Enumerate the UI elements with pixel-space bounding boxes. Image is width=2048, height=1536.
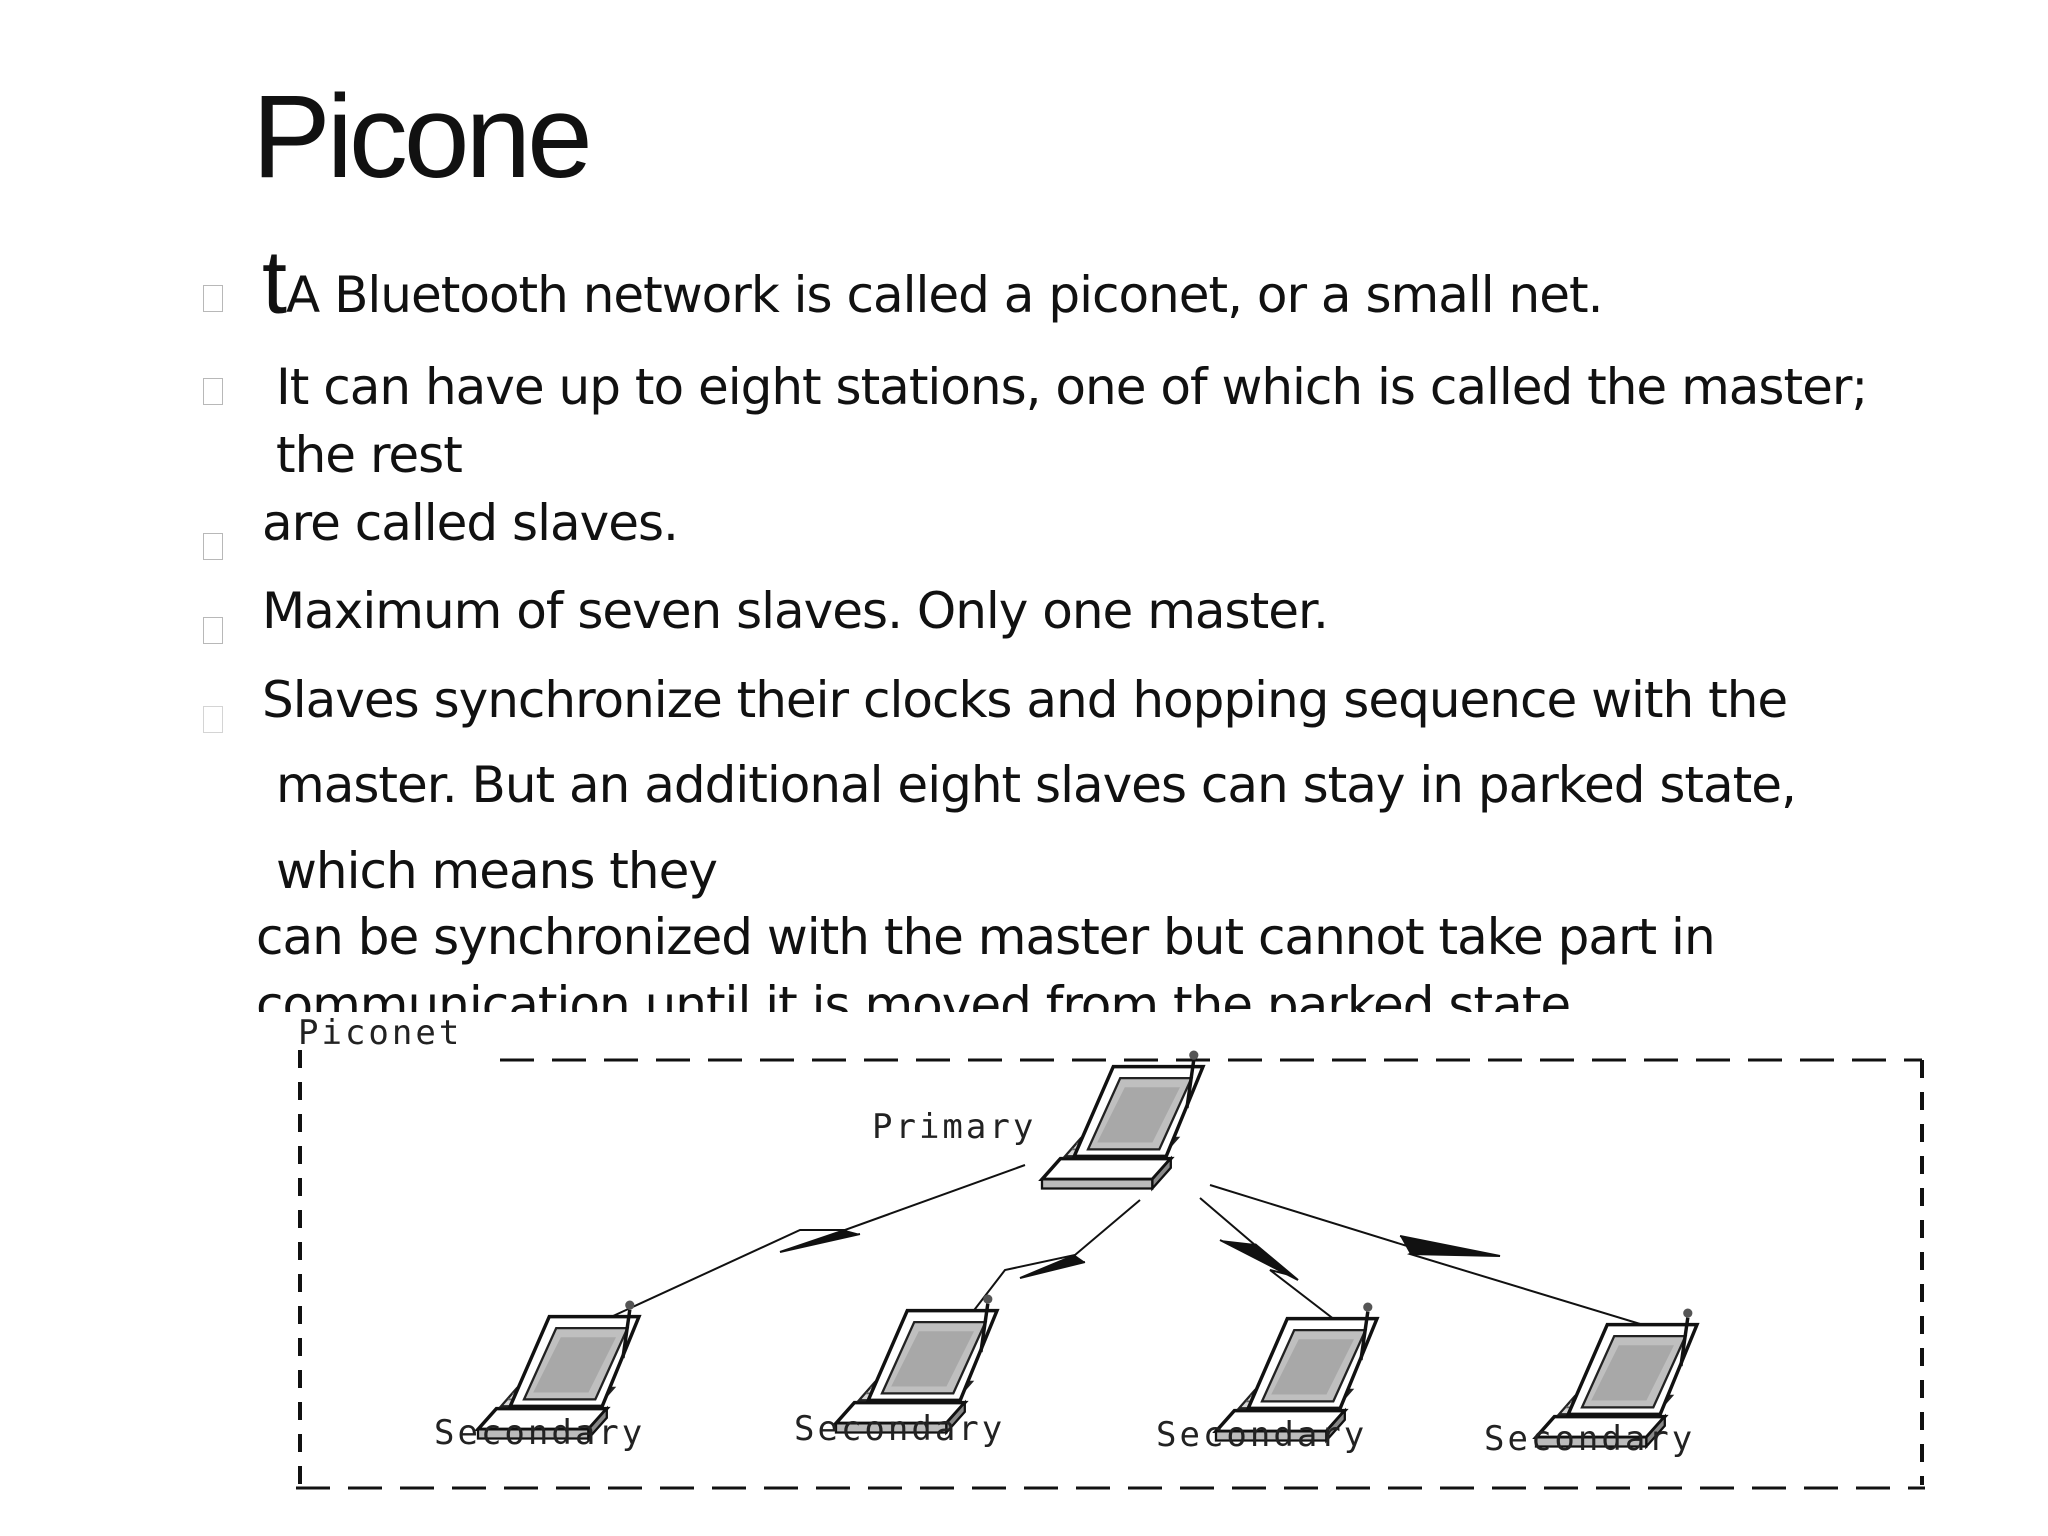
bullet-text: Slaves synchronize their clocks and hopp…	[262, 671, 1788, 729]
bullet-marker	[203, 617, 223, 644]
secondary-label: Secondary	[794, 1409, 1005, 1449]
paragraph-continuation: master. But an additional eight slaves c…	[276, 756, 1797, 814]
bullet-marker	[203, 533, 223, 560]
secondary-label: Secondary	[434, 1413, 645, 1453]
lightning-bolt	[1219, 1239, 1299, 1281]
clipped-line-container: communication until it is moved from the…	[240, 980, 1740, 1012]
wireless-link	[1209, 1184, 1661, 1331]
piconet-frame-label: Piconet	[298, 1013, 462, 1053]
bullet-text: are called slaves.	[262, 494, 679, 552]
primary-label: Primary	[872, 1107, 1036, 1147]
paragraph-continuation: communication until it is moved from the…	[256, 980, 1571, 1012]
secondary-label: Secondary	[1156, 1415, 1367, 1455]
wireless-link	[964, 1199, 1141, 1323]
bullet-text: Maximum of seven slaves. Only one master…	[262, 582, 1329, 640]
lightning-bolt	[779, 1229, 861, 1253]
lightning-bolt	[1399, 1235, 1501, 1257]
wireless-link	[1199, 1197, 1336, 1321]
lightning-bolt	[1019, 1254, 1086, 1279]
paragraph-continuation: which means they	[276, 842, 718, 900]
bullet-text-continuation: the rest	[276, 426, 463, 484]
slide-title: Picone	[252, 71, 593, 203]
bullet-marker	[203, 378, 223, 405]
paragraph-continuation: can be synchronized with the master but …	[256, 908, 1716, 966]
bullet-marker	[203, 285, 223, 312]
bullet-marker	[203, 706, 223, 733]
bullet-text: It can have up to eight stations, one of…	[276, 358, 1868, 416]
secondary-label: Secondary	[1484, 1419, 1695, 1459]
bullet-text: A Bluetooth network is called a piconet,…	[286, 266, 1603, 324]
primary-laptop-icon	[1040, 1048, 1205, 1191]
slide-title-wrapped-letter: t	[262, 233, 288, 333]
wireless-link	[599, 1164, 1026, 1323]
